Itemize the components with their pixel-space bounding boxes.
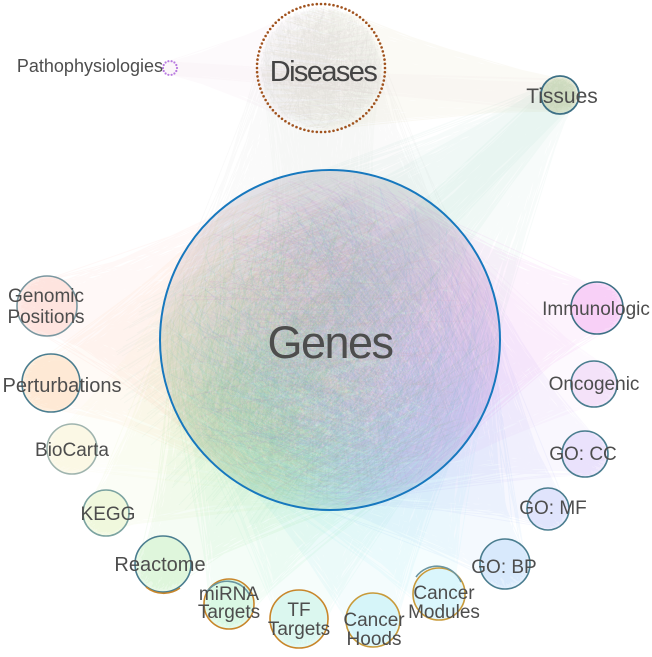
svg-text:Reactome: Reactome xyxy=(114,554,205,576)
svg-text:Targets: Targets xyxy=(198,602,260,623)
svg-text:TF: TF xyxy=(287,600,310,621)
svg-text:Cancer: Cancer xyxy=(413,583,475,604)
svg-text:Oncogenic: Oncogenic xyxy=(549,374,640,395)
svg-text:Targets: Targets xyxy=(268,619,330,640)
svg-text:GO: CC: GO: CC xyxy=(549,444,617,465)
svg-text:Tissues: Tissues xyxy=(526,85,598,108)
svg-text:Pathophysiologies: Pathophysiologies xyxy=(17,56,163,76)
svg-text:Immunologic: Immunologic xyxy=(542,299,650,320)
svg-text:Genes: Genes xyxy=(267,317,392,368)
svg-text:GO: BP: GO: BP xyxy=(471,557,536,578)
svg-text:KEGG: KEGG xyxy=(81,504,136,525)
svg-text:BioCarta: BioCarta xyxy=(35,440,109,461)
svg-text:Genomic: Genomic xyxy=(8,286,84,307)
svg-text:Modules: Modules xyxy=(408,602,480,623)
svg-text:Positions: Positions xyxy=(7,307,84,328)
svg-text:Diseases: Diseases xyxy=(270,56,378,88)
svg-text:Perturbations: Perturbations xyxy=(3,375,122,397)
svg-text:Hoods: Hoods xyxy=(347,629,402,650)
svg-text:Cancer: Cancer xyxy=(343,610,405,631)
svg-text:GO: MF: GO: MF xyxy=(519,498,587,519)
svg-text:miRNA: miRNA xyxy=(199,584,259,605)
